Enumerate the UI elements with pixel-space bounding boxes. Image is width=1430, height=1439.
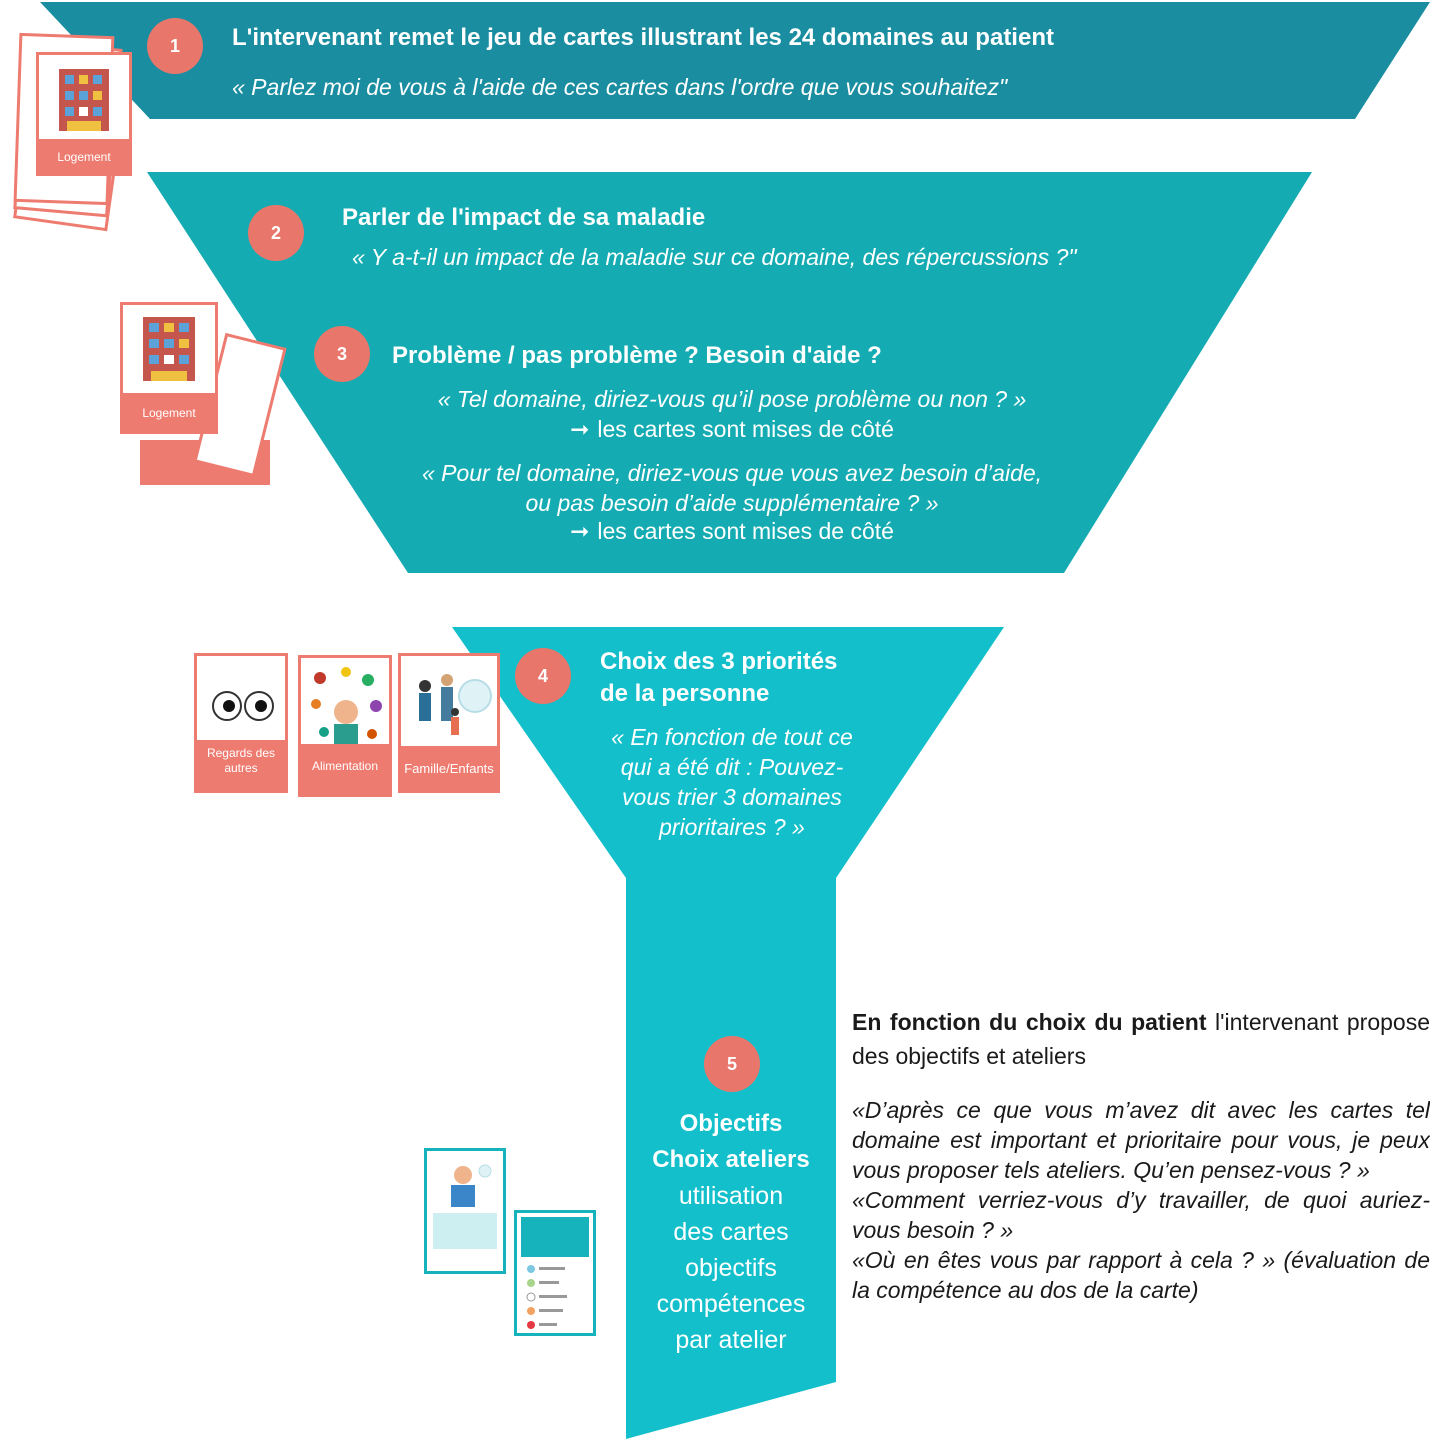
eyes-illustration	[212, 691, 274, 721]
person-illustration	[451, 1164, 492, 1207]
step-4-quote-line-1: « En fonction de tout ce	[611, 724, 853, 750]
building-illustration	[59, 69, 109, 131]
step-5-title-line-1: Objectifs	[679, 1110, 783, 1137]
right-quote-2: «Comment verriez-vous d’y travailler, de…	[852, 1187, 1430, 1243]
card-label: Logement	[39, 139, 129, 175]
right-quote-1: «D’après ce que vous m’avez dit avec les…	[852, 1097, 1430, 1183]
card-alimentation: Alimentation	[298, 655, 392, 797]
step-4-quote-line-3: vous trier 3 domaines	[622, 784, 842, 810]
step-5-badge: 5	[704, 1036, 760, 1092]
arrow-right-icon: ➞	[570, 416, 590, 442]
step-4-badge: 4	[515, 648, 571, 704]
card-stack-2	[140, 332, 287, 485]
step-1-quote: « Parlez moi de vous à l'aide de ces car…	[232, 74, 1008, 100]
card-famille: Famille/Enfants	[398, 653, 500, 793]
family-illustration	[419, 674, 492, 735]
card-label: Logement	[123, 393, 215, 433]
card-label: Regards des autres	[197, 740, 285, 792]
step-5-body-line-3: objectifs	[685, 1254, 777, 1282]
step-3-result-1: ➞ les cartes sont mises de côté	[332, 416, 1132, 443]
right-intro-bold: En fonction du choix du patient	[852, 1009, 1207, 1035]
step-3-quote-2-line-1: « Pour tel domaine, diriez-vous que vous…	[421, 460, 1043, 486]
objective-card-2	[514, 1210, 596, 1336]
step-5-body-line-4: compétences	[656, 1290, 806, 1318]
food-illustration	[311, 667, 382, 746]
card-logement-2: Logement	[120, 302, 218, 434]
card-partial-label: ...ation	[208, 436, 247, 450]
band-step1	[40, 2, 1430, 119]
right-explanation: En fonction du choix du patient l'interv…	[852, 1005, 1430, 1305]
objective-card-1	[424, 1148, 506, 1274]
step-2-quote: « Y a-t-il un impact de la maladie sur c…	[352, 244, 1077, 270]
right-intro-rest: l'intervenant propose des objectifs et a…	[852, 1009, 1430, 1069]
step-3-result-2-text: les cartes sont mises de côté	[597, 518, 894, 544]
building-illustration	[143, 317, 195, 381]
step-5-body-line-5: par atelier	[675, 1326, 787, 1354]
step-3-result-2: ➞ les cartes sont mises de côté	[332, 518, 1132, 545]
step-3-title: Problème / pas problème ? Besoin d'aide …	[392, 342, 882, 369]
step-5-body-line-1: utilisation	[678, 1182, 784, 1210]
band-step2-3	[147, 172, 1312, 573]
right-intro: En fonction du choix du patient l'interv…	[852, 1005, 1430, 1073]
step-1-title: L'intervenant remet le jeu de cartes ill…	[232, 24, 1054, 51]
card-label: Famille/Enfants	[401, 746, 497, 792]
step-1-badge: 1	[147, 18, 203, 74]
right-quote-3: «Où en êtes vous par rapport à cela ? » …	[852, 1247, 1430, 1303]
step-4-title-line-2: de la personne	[600, 680, 770, 707]
step-4-title-line-1: Choix des 3 priorités	[600, 648, 838, 675]
card-regards: Regards des autres	[194, 653, 288, 793]
step-3-quote-2-line-2: ou pas besoin d’aide supplémentaire ? »	[525, 490, 939, 516]
arrow-right-icon: ➞	[570, 518, 590, 544]
step-4-quote-line-2: qui a été dit : Pouvez-	[620, 754, 844, 780]
step-2-title: Parler de l'impact de sa maladie	[342, 204, 706, 231]
step-3-result-1-text: les cartes sont mises de côté	[597, 416, 894, 442]
step-2-badge: 2	[248, 205, 304, 261]
step-5-body-line-2: des cartes	[673, 1218, 789, 1246]
step-4-quote-line-4: prioritaires ? »	[659, 814, 805, 840]
card-logement: Logement	[36, 52, 132, 176]
card-label: Alimentation	[301, 744, 389, 796]
funnel-neck	[452, 627, 1004, 1439]
step-3-badge: 3	[314, 326, 370, 382]
step-3-quote-1: « Tel domaine, diriez-vous qu’il pose pr…	[437, 386, 1027, 412]
rating-scale	[526, 1265, 567, 1329]
step-5-title-line-2: Choix ateliers	[652, 1146, 810, 1173]
